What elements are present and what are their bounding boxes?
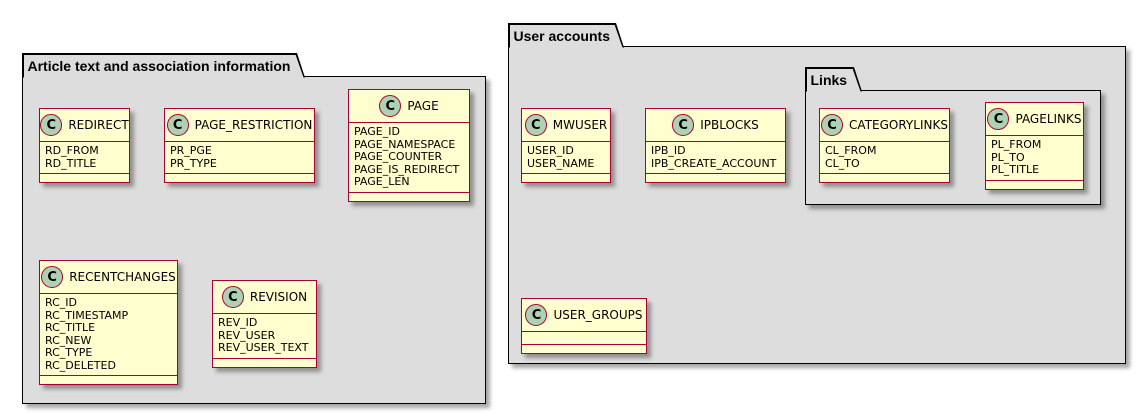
class-icon: C — [379, 95, 402, 117]
class-methods — [820, 174, 949, 182]
class-methods — [213, 359, 316, 367]
class-icon: C — [166, 114, 189, 136]
class-header: C USER_GROUPS — [522, 299, 646, 332]
class-attribute: REV_USER — [218, 328, 276, 342]
class-methods — [646, 174, 785, 182]
class-header: C PAGELINKS — [986, 103, 1083, 136]
class-header: C RECENTCHANGES — [40, 261, 177, 294]
class-methods — [40, 174, 129, 182]
class-name: USER_GROUPS — [553, 308, 643, 322]
class-icon: C — [525, 304, 548, 326]
class-attribute: PAGE_IS_REDIRECT — [354, 162, 460, 176]
class-methods — [349, 193, 469, 201]
class-header: C CATEGORYLINKS — [820, 109, 949, 142]
package-label-article: Article text and association information — [27, 57, 291, 74]
class-name: IPBLOCKS — [700, 118, 759, 132]
class-attribute: RC_TYPE — [45, 346, 93, 359]
class-attribute: RC_DELETED — [45, 358, 116, 372]
class-attribute: PAGE_LEN — [354, 175, 410, 188]
class-attribute: IPB_CREATE_ACCOUNT — [651, 156, 777, 170]
class-attribute: USER_NAME — [527, 156, 595, 170]
package-label-links: Links — [810, 71, 848, 88]
class-header: C IPBLOCKS — [646, 109, 785, 142]
class-attribute: RC_ID — [45, 296, 77, 309]
class-name: MWUSER — [552, 118, 608, 132]
class-attribute: PAGE_COUNTER — [354, 150, 443, 163]
class-name: PAGE — [407, 99, 439, 113]
class-header: C PAGE_RESTRICTION — [165, 109, 314, 142]
class-header: C PAGE — [349, 90, 469, 123]
class-icon: C — [524, 114, 547, 136]
class-name: REVISION — [249, 290, 308, 304]
class-attribute: PL_TITLE — [991, 163, 1040, 176]
class-name: RECENTCHANGES — [69, 270, 176, 284]
class-attributes — [522, 332, 646, 345]
class-attribute: RC_NEW — [45, 333, 92, 347]
package-label-users: User accounts — [513, 27, 610, 44]
class-attribute: RC_TITLE — [45, 321, 96, 334]
class-name: CATEGORYLINKS — [849, 118, 948, 132]
class-attribute: CL_FROM — [825, 144, 877, 157]
class-attribute: REV_ID — [218, 316, 258, 329]
class-methods — [40, 376, 177, 384]
class-icon: C — [672, 114, 695, 136]
class-attribute: CL_TO — [825, 156, 860, 170]
class-attribute: PL_TO — [991, 150, 1025, 164]
class-attribute: PAGE_ID — [354, 125, 400, 138]
class-attribute: REV_USER_TEXT — [218, 341, 309, 354]
class-attribute: USER_ID — [527, 144, 574, 157]
class-methods — [522, 345, 646, 353]
class-attribute: RC_TIMESTAMP — [45, 308, 129, 322]
package-tab — [807, 69, 861, 92]
class-attribute: PR_PGE — [170, 144, 212, 157]
class-attribute: PAGE_NAMESPACE — [354, 137, 456, 151]
class-user_groups[interactable]: C USER_GROUPS — [521, 298, 647, 354]
class-methods — [986, 181, 1083, 189]
class-methods — [522, 174, 610, 182]
class-methods — [165, 174, 314, 182]
class-attribute: RD_FROM — [45, 144, 99, 157]
class-name: PAGELINKS — [1015, 112, 1082, 126]
class-icon: C — [221, 286, 244, 308]
class-icon: C — [40, 114, 63, 136]
package-tab — [24, 55, 304, 78]
class-header: C MWUSER — [522, 109, 610, 142]
class-name: PAGE_RESTRICTION — [194, 118, 313, 132]
class-attribute: PR_TYPE — [170, 156, 217, 170]
class-attribute: RD_TITLE — [45, 156, 97, 170]
class-icon: C — [821, 114, 844, 136]
class-header: C REDIRECT — [40, 109, 129, 142]
package-tab — [510, 25, 623, 48]
class-attribute: PL_FROM — [991, 138, 1042, 151]
class-icon: C — [41, 266, 64, 288]
class-attribute: IPB_ID — [651, 144, 686, 157]
class-header: C REVISION — [213, 281, 316, 314]
class-name: REDIRECT — [68, 118, 129, 132]
class-icon: C — [987, 108, 1010, 130]
